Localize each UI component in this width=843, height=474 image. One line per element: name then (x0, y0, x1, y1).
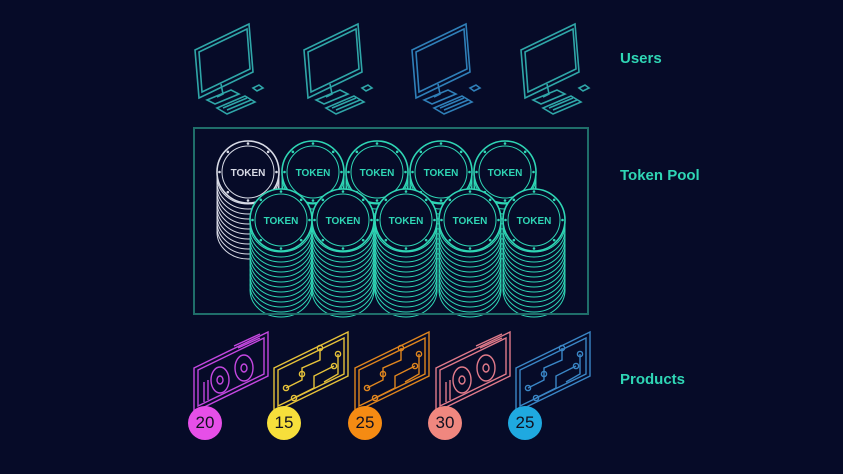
token-coin: TOKEN (374, 188, 438, 318)
token-coin: TOKEN (438, 188, 502, 318)
circuit-board-icon (354, 330, 430, 414)
products-label: Products (620, 371, 686, 388)
price-badge: 30 (428, 406, 462, 440)
computer-icon (520, 22, 591, 115)
circuit-board-icon (515, 330, 591, 414)
computer-icon (303, 22, 374, 115)
token-label: TOKEN (424, 168, 459, 179)
token-coin: TOKEN (311, 188, 375, 318)
users-computers (194, 22, 591, 115)
token-label: TOKEN (231, 168, 266, 179)
token-coin: TOKEN (249, 188, 313, 318)
product-cards (193, 330, 591, 414)
graphics-card-icon (193, 330, 269, 414)
computer-icon (194, 22, 265, 115)
users-label: Users (620, 50, 662, 67)
token-pool-label: Token Pool (620, 167, 700, 184)
token-label: TOKEN (264, 216, 299, 227)
token-label: TOKEN (389, 216, 424, 227)
token-label: TOKEN (517, 216, 552, 227)
token-pool-tokens: TOKEN TOKEN TOKEN TOKEN TOKEN TOKEN TOKEN TOKEN… (216, 140, 566, 318)
graphics-card-icon (435, 330, 511, 414)
circuit-board-icon (273, 330, 349, 414)
token-label: TOKEN (453, 216, 488, 227)
token-label: TOKEN (360, 168, 395, 179)
price-badge: 25 (508, 406, 542, 440)
token-coin: TOKEN (502, 188, 566, 318)
token-label: TOKEN (488, 168, 523, 179)
token-pool-box (193, 127, 589, 315)
price-badge: 20 (188, 406, 222, 440)
token-label: TOKEN (296, 168, 331, 179)
price-badge: 15 (267, 406, 301, 440)
price-badge: 25 (348, 406, 382, 440)
token-label: TOKEN (326, 216, 361, 227)
computer-icon (411, 22, 482, 115)
